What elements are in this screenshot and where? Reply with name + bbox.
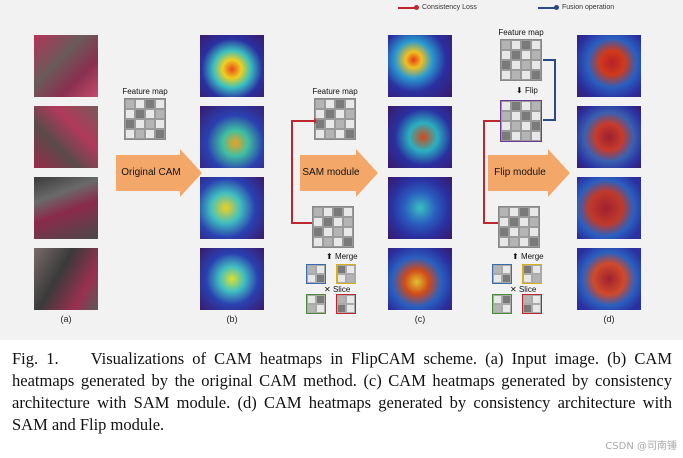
slice-text: ✕ Slice — [510, 285, 537, 294]
legend-consistency-label: Consistency Loss — [422, 4, 477, 11]
cam-heatmap — [388, 248, 452, 310]
feature-map-grid — [314, 98, 356, 140]
slice-grid-green — [492, 294, 512, 314]
cam-heatmap — [200, 35, 264, 97]
input-image — [34, 106, 98, 168]
input-image — [34, 177, 98, 239]
column-label-d: (d) — [603, 314, 615, 324]
slice-grid-blue — [492, 264, 512, 284]
feature-map-label: Feature map — [122, 87, 168, 96]
slice-grid-green — [306, 294, 326, 314]
watermark: CSDN @司南锤 — [605, 441, 677, 452]
cam-heatmap — [200, 248, 264, 310]
feature-map-label: Feature map — [498, 28, 544, 37]
slice-grid-red — [522, 294, 542, 314]
feature-map-grid — [500, 39, 542, 81]
original-cam-arrow: Original CAM — [116, 149, 202, 197]
merge-text: ⬆ Merge — [512, 252, 544, 261]
merge-text: ⬆ Merge — [326, 252, 358, 261]
sam-module-arrow: SAM module — [300, 149, 378, 197]
column-label-a: (a) — [60, 314, 72, 324]
flip-module-label: Flip module — [494, 167, 546, 178]
sam-module-label: SAM module — [302, 167, 360, 178]
consistency-connector — [483, 120, 500, 224]
figure: Consistency Loss Fusion operation (a) Fe… — [0, 0, 683, 340]
column-label-c: (c) — [414, 314, 426, 324]
cam-heatmap — [200, 177, 264, 239]
feature-map-label: Feature map — [312, 87, 358, 96]
slice-label: Slice — [518, 285, 537, 294]
feature-map-grid — [124, 98, 166, 140]
cam-heatmap — [577, 35, 641, 97]
column-label-b: (b) — [226, 314, 238, 324]
legend-consistency: Consistency Loss — [398, 4, 477, 11]
slice-text: ✕ Slice — [324, 285, 351, 294]
merge-label: Merge — [334, 252, 358, 261]
legend-fusion: Fusion operation — [538, 4, 614, 11]
slice-grid-yellow — [522, 264, 542, 284]
flipped-grid — [500, 100, 542, 142]
input-image — [34, 248, 98, 310]
caption-text: Visualizations of CAM heatmaps in FlipCA… — [12, 349, 673, 434]
cam-heatmap — [577, 177, 641, 239]
cam-heatmap — [388, 106, 452, 168]
merged-grid — [312, 206, 354, 248]
slice-grid-blue — [306, 264, 326, 284]
flip-text: ⬇ Flip — [516, 86, 538, 95]
cam-heatmap — [388, 177, 452, 239]
cam-heatmap — [388, 35, 452, 97]
original-cam-label: Original CAM — [121, 167, 181, 178]
flip-module-arrow: Flip module — [488, 149, 570, 197]
caption-fig-label: Fig. 1. — [12, 349, 59, 368]
flip-label: Flip — [524, 86, 538, 95]
red-line-icon — [398, 4, 419, 10]
merge-label: Merge — [520, 252, 544, 261]
slice-label: Slice — [332, 285, 351, 294]
blue-line-icon — [538, 4, 559, 10]
cam-heatmap — [200, 106, 264, 168]
merged-grid — [498, 206, 540, 248]
legend-fusion-label: Fusion operation — [562, 4, 615, 11]
slice-grid-red — [336, 294, 356, 314]
input-image — [34, 35, 98, 97]
cam-heatmap — [577, 248, 641, 310]
figure-caption: Fig. 1. Visualizations of CAM heatmaps i… — [12, 348, 672, 436]
cam-heatmap — [577, 106, 641, 168]
fusion-connector — [543, 59, 556, 121]
slice-grid-yellow — [336, 264, 356, 284]
